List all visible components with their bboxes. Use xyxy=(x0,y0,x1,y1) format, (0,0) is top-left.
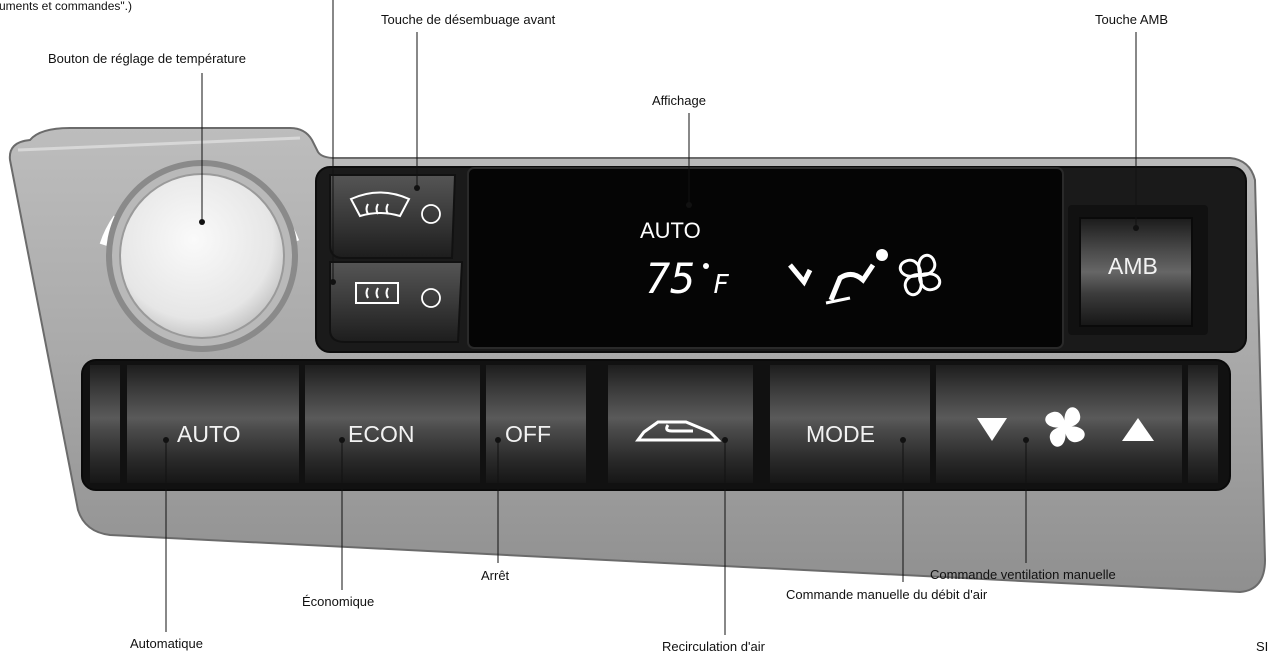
rear-defrost-indicator xyxy=(421,288,441,308)
front-defrost-indicator xyxy=(421,204,441,224)
front-defrost-label: Touche de désembuage avant xyxy=(381,12,556,27)
amb-key-label: Touche AMB xyxy=(1095,12,1168,27)
triangle-down-icon[interactable] xyxy=(977,418,1007,441)
recirculation-label: Recirculation d'air xyxy=(662,639,766,654)
front-defrost-button[interactable] xyxy=(329,174,457,259)
auto-button-label: AUTO xyxy=(177,421,240,447)
degree-dot xyxy=(703,263,709,269)
amb-button[interactable]: AMB xyxy=(1068,205,1208,335)
auto-button[interactable]: AUTO xyxy=(127,365,299,483)
off-label: Arrêt xyxy=(481,568,510,583)
front-defrost-icon xyxy=(349,191,411,218)
cut-off-label: uments et commandes".) xyxy=(0,0,132,13)
temp-knob-label: Bouton de réglage de température xyxy=(48,51,246,66)
display-fan-icon xyxy=(898,253,942,297)
econ-button[interactable]: ECON xyxy=(305,365,480,483)
strip-end-left xyxy=(90,365,120,483)
mode-button[interactable]: MODE xyxy=(770,365,930,483)
rear-defrost-button[interactable] xyxy=(329,261,464,343)
corner-code-label: SI xyxy=(1256,639,1268,654)
automatic-label: Automatique xyxy=(130,636,203,651)
recirculation-icon xyxy=(635,420,722,442)
airflow-mode-icon xyxy=(788,249,888,305)
rear-defrost-icon xyxy=(355,282,399,304)
mode-button-label: MODE xyxy=(806,421,875,447)
triangle-up-icon[interactable] xyxy=(1122,418,1154,441)
lcd-display: AUTO 75 F xyxy=(467,167,1064,349)
recirculation-button[interactable] xyxy=(608,365,753,483)
off-button-label: OFF xyxy=(505,421,551,447)
fan-icon xyxy=(1045,407,1085,447)
economic-label: Économique xyxy=(302,594,374,609)
display-mode-text: AUTO xyxy=(640,218,701,243)
strip-end-right xyxy=(1188,365,1218,483)
leader-lines xyxy=(163,0,1139,635)
display-unit: F xyxy=(713,270,730,300)
fan-speed-button[interactable] xyxy=(936,365,1182,483)
econ-button-label: ECON xyxy=(348,421,414,447)
mode-manual-label: Commande manuelle du débit d'air xyxy=(786,587,988,602)
display-label: Affichage xyxy=(652,93,706,108)
fan-manual-label: Commande ventilation manuelle xyxy=(930,567,1116,582)
bezel-highlight xyxy=(17,136,301,152)
display-temperature: 75 xyxy=(645,254,696,303)
amb-label: AMB xyxy=(1108,253,1158,279)
off-button[interactable]: OFF xyxy=(486,365,586,483)
